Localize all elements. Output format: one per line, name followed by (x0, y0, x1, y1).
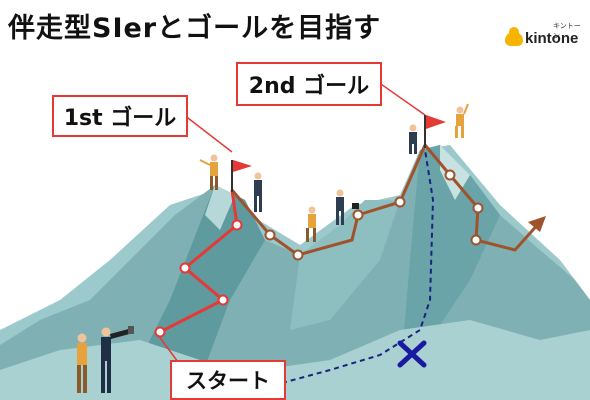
route-point (231, 219, 243, 231)
logo-wordmark: kintone (525, 30, 579, 47)
flag-icon (231, 160, 252, 192)
route-arrow-head-icon (528, 216, 546, 232)
cloud-icon (505, 27, 523, 46)
person-looking (101, 327, 111, 393)
page-title: 伴走型SIerとゴールを目指す (8, 13, 382, 44)
route-continuation (423, 144, 542, 252)
alternative-route (281, 149, 435, 384)
person-at-summit (409, 124, 417, 154)
start-label: スタート (170, 360, 286, 400)
person-reaching (336, 189, 359, 225)
person-pointing (199, 154, 218, 190)
mountain-foot (0, 320, 590, 400)
mountain-snow-1 (440, 145, 470, 200)
person-cheering (455, 103, 469, 138)
flag-icon (424, 115, 446, 148)
route-point (154, 326, 166, 338)
person-helping (254, 172, 262, 212)
person-with-telescope (77, 333, 87, 393)
kintone-logo: キントーン kintone (505, 22, 587, 52)
route-point (264, 229, 276, 241)
mountain-shade-3 (290, 200, 400, 330)
route-point (217, 294, 229, 306)
route-point (292, 249, 304, 261)
second-goal-callout-line (377, 81, 426, 116)
route-point (444, 169, 456, 181)
first-goal-label: 1st ゴール (52, 95, 188, 137)
start-callout-line (157, 334, 179, 363)
route-point (352, 209, 364, 221)
route-point (472, 202, 484, 214)
second-goal-label: 2nd ゴール (236, 62, 382, 106)
route-point (470, 234, 482, 246)
route-point (394, 196, 406, 208)
cross-mark-icon (397, 340, 427, 368)
mountain-snow-2 (205, 185, 235, 230)
telescope-icon (110, 326, 134, 339)
route-point (179, 262, 191, 274)
logo-kana: キントーン (553, 22, 581, 40)
person-climbing (306, 206, 316, 242)
first-goal-callout-line (183, 114, 233, 153)
